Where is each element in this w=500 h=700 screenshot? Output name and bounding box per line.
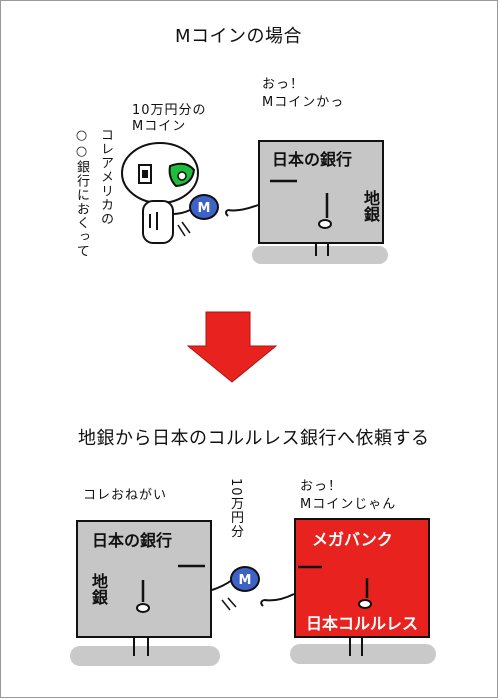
left-bank-speech: コレおねがい (83, 488, 168, 503)
bank-shadow-bottom-left (70, 646, 220, 666)
robot-speech-amount: 10万円分の Mコイン (132, 103, 207, 134)
m-coin-top: M (189, 194, 219, 220)
megabank-box (294, 518, 430, 638)
megabank-label: メガバンク (312, 530, 393, 549)
amount-speech: 10万円分 (228, 478, 243, 539)
left-bank-label: 日本の銀行 (92, 531, 173, 550)
robot-speech-side-2: ○○銀行におくって (74, 128, 89, 258)
japanese-bank-box-bottom (76, 520, 212, 638)
bottom-panel-title: 地銀から日本のコルルレス銀行へ依頼する (78, 428, 430, 449)
bank-label-top: 日本の銀行 (272, 150, 353, 169)
m-coin-bottom: M (230, 566, 260, 592)
robot-speech-side-1: コレアメリカの (98, 128, 113, 226)
megabank-bottom-label: 日本コルルレス (306, 614, 419, 633)
bank-speech-top: おっ！ Mコインかっ (262, 77, 345, 110)
bank-shadow-top (252, 246, 388, 264)
bank-side-label-top: 地銀 (361, 190, 380, 222)
top-panel-title: Mコインの場合 (175, 26, 303, 47)
left-bank-side-label: 地銀 (89, 573, 108, 605)
megabank-speech: おっ！ Mコインじゃん (300, 479, 397, 512)
